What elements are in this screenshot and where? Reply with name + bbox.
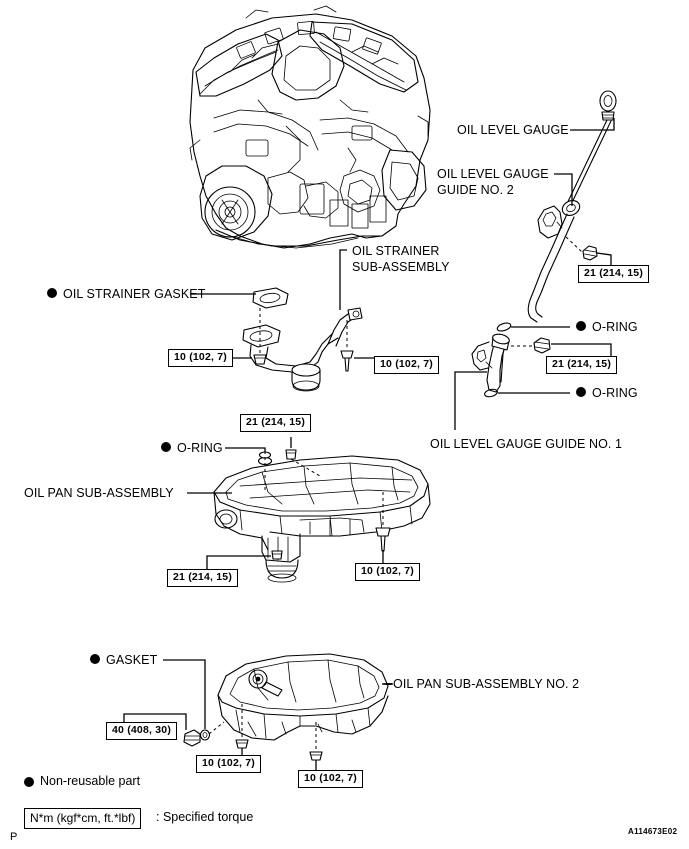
label-o-ring-lower: O-RING (592, 386, 638, 400)
non-reusable-bullet-oring-lower (576, 387, 586, 397)
torque-box-pan2-drain-plug: 40 (408, 30) (106, 722, 178, 740)
label-gasket: GASKET (106, 653, 158, 667)
torque-box-pan2-right: 10 (102, 7) (298, 770, 363, 788)
label-oil-strainer-sub-assembly-line1: OIL STRAINER (352, 244, 440, 258)
torque-box-pan-bottom-right: 10 (102, 7) (355, 563, 420, 581)
torque-box-pan-bottom-left: 21 (214, 15) (167, 569, 239, 587)
oil-level-gauge-art (562, 90, 617, 214)
oil-level-gauge-guide-no2-art (527, 200, 598, 323)
torque-box-pan-oring-top: 21 (214, 15) (240, 414, 312, 432)
non-reusable-bullet-strainer-gasket (47, 288, 57, 298)
torque-box-strainer-left: 10 (102, 7) (168, 349, 233, 367)
oil-pan-sub-assembly-no2-art (183, 653, 389, 761)
label-oil-level-gauge-guide-no2-line2: GUIDE NO. 2 (437, 183, 514, 197)
torque-box-pan2-left: 10 (102, 7) (196, 755, 261, 773)
label-oil-pan-sub-assembly-no2: OIL PAN SUB-ASSEMBLY NO. 2 (393, 677, 580, 691)
figure-code: A114673E02 (628, 827, 678, 836)
label-oil-pan-sub-assembly: OIL PAN SUB-ASSEMBLY (24, 486, 174, 500)
non-reusable-bullet-gasket (90, 654, 100, 664)
torque-box-gauge-guide-no1: 21 (214, 15) (546, 356, 618, 374)
label-oil-level-gauge-guide-no1: OIL LEVEL GAUGE GUIDE NO. 1 (430, 437, 623, 451)
oil-level-gauge-guide-no1-art (471, 322, 551, 398)
non-reusable-bullet-oring-pan (161, 442, 171, 452)
label-oil-strainer-gasket: OIL STRAINER GASKET (63, 287, 206, 301)
torque-box-gauge-guide-no2: 21 (214, 15) (578, 265, 650, 283)
label-o-ring-upper: O-RING (592, 320, 638, 334)
label-oil-strainer-sub-assembly-line2: SUB-ASSEMBLY (352, 260, 450, 274)
oil-strainer-sub-assembly-art (242, 287, 363, 392)
label-oil-level-gauge-guide-no2-line1: OIL LEVEL GAUGE (437, 167, 549, 181)
non-reusable-bullet-oring-upper (576, 321, 586, 331)
label-o-ring-pan: O-RING (177, 441, 223, 455)
engine-assembly-art (189, 5, 431, 249)
page-marker: P (10, 831, 18, 843)
label-oil-level-gauge: OIL LEVEL GAUGE (457, 123, 569, 137)
oil-pan-sub-assembly-art (213, 449, 431, 583)
torque-box-strainer-right: 10 (102, 7) (374, 356, 439, 374)
legend-torque-units-box: N*m (kgf*cm, ft.*lbf) (24, 808, 142, 829)
legend-non-reusable-text: Non-reusable part (40, 774, 141, 788)
legend-torque-meaning-text: : Specified torque (156, 810, 254, 824)
leader-lines (123, 118, 615, 770)
legend-non-reusable-bullet (24, 777, 34, 787)
